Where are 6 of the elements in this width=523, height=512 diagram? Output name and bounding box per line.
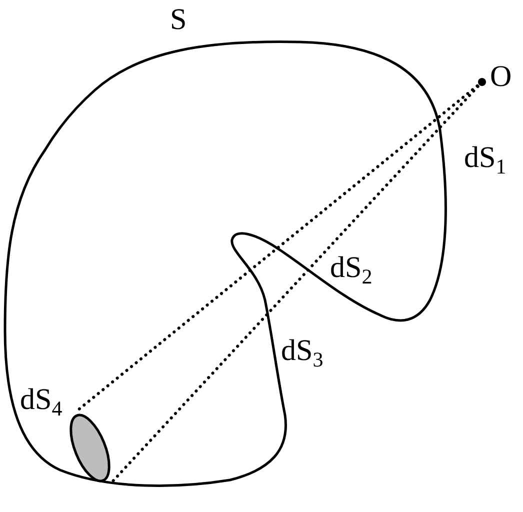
surface-element-label: dS$_{2}$: [330, 253, 372, 283]
point-label: O: [490, 62, 512, 92]
surface-element-label: dS$_{1}$: [464, 143, 506, 173]
surface-element-label: dS$_{3}$: [281, 336, 324, 366]
surface-label: S: [170, 5, 187, 35]
surface-element-label: dS$_{4}$: [20, 385, 62, 415]
